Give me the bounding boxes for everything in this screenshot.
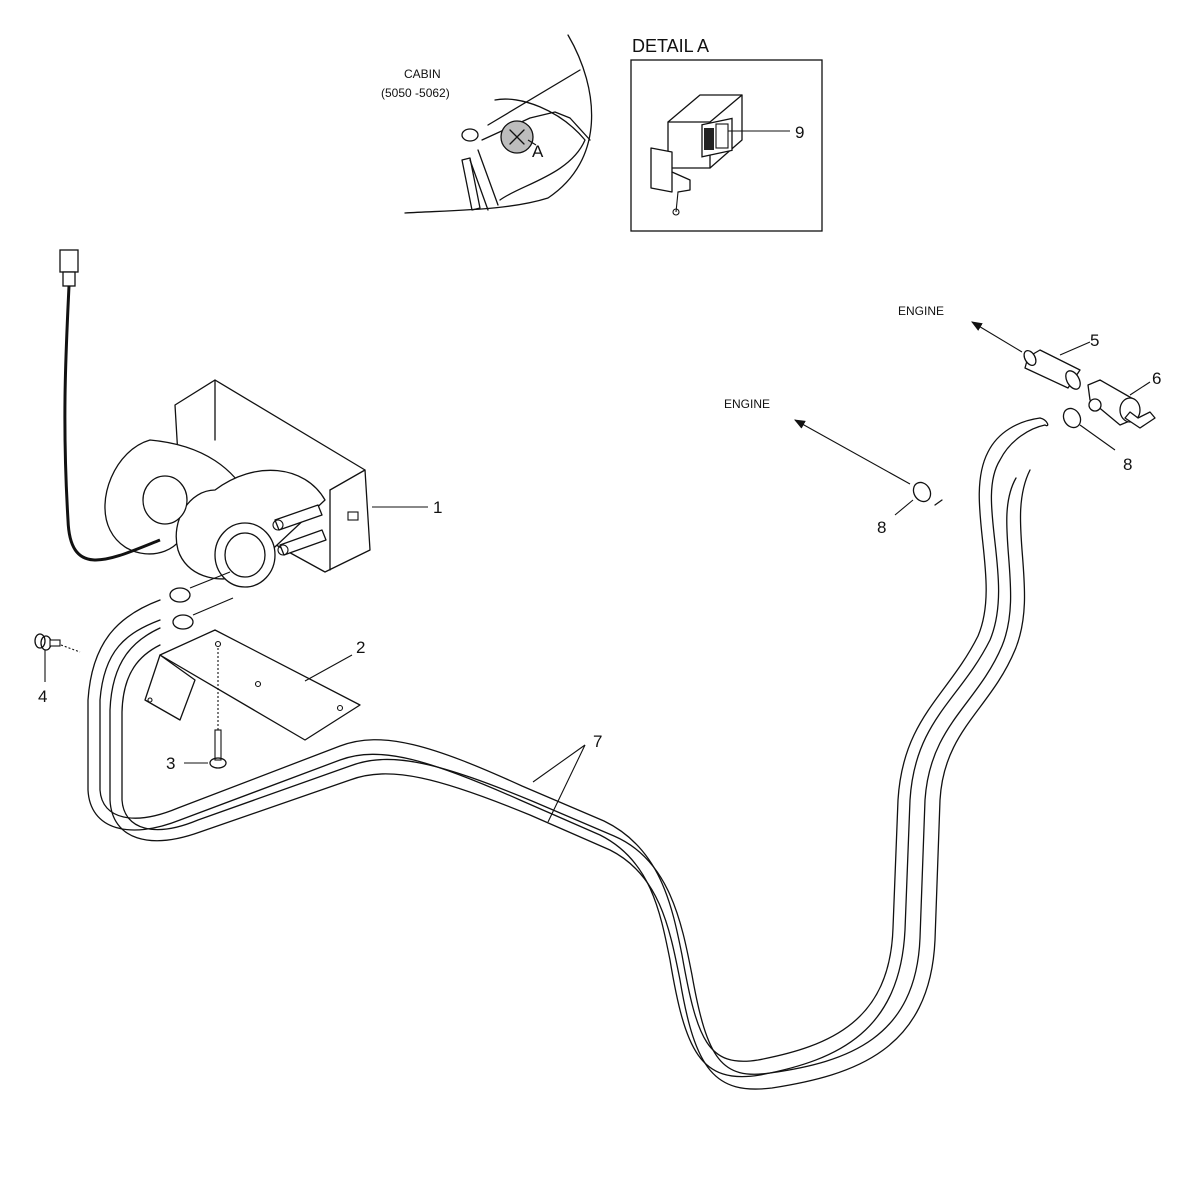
valve-assembly xyxy=(1023,341,1156,429)
wire-harness xyxy=(59,249,161,562)
callout-4: 4 xyxy=(38,687,47,706)
detail-marker-label: A xyxy=(532,142,544,161)
callout-1: 1 xyxy=(433,498,442,517)
engine-arrow-lower xyxy=(794,419,911,485)
heater-hose-clamps xyxy=(169,571,234,630)
bolt xyxy=(34,633,81,682)
callout-8-right: 8 xyxy=(1123,455,1132,474)
cabin-range-label: (5050 -5062) xyxy=(381,86,450,100)
engine-arrow-upper xyxy=(971,321,1023,353)
engine-label-lower: ENGINE xyxy=(724,397,770,411)
cabin-label: CABIN xyxy=(404,67,441,81)
callout-5: 5 xyxy=(1090,331,1099,350)
callout-9: 9 xyxy=(795,123,804,142)
callout-6: 6 xyxy=(1152,369,1161,388)
callout-3: 3 xyxy=(166,754,175,773)
callout-8-left: 8 xyxy=(877,518,886,537)
engine-hose-clamps xyxy=(894,407,1116,516)
engine-label-upper: ENGINE xyxy=(898,304,944,318)
detail-a-title: DETAIL A xyxy=(632,36,709,56)
detail-a-box xyxy=(630,59,823,232)
callout-2: 2 xyxy=(356,638,365,657)
heater-hoses xyxy=(87,417,1049,1090)
callout-7: 7 xyxy=(593,732,602,751)
bracket xyxy=(144,629,361,741)
screw xyxy=(184,648,227,769)
cabin-view xyxy=(404,34,593,214)
heater-unit xyxy=(104,379,428,588)
